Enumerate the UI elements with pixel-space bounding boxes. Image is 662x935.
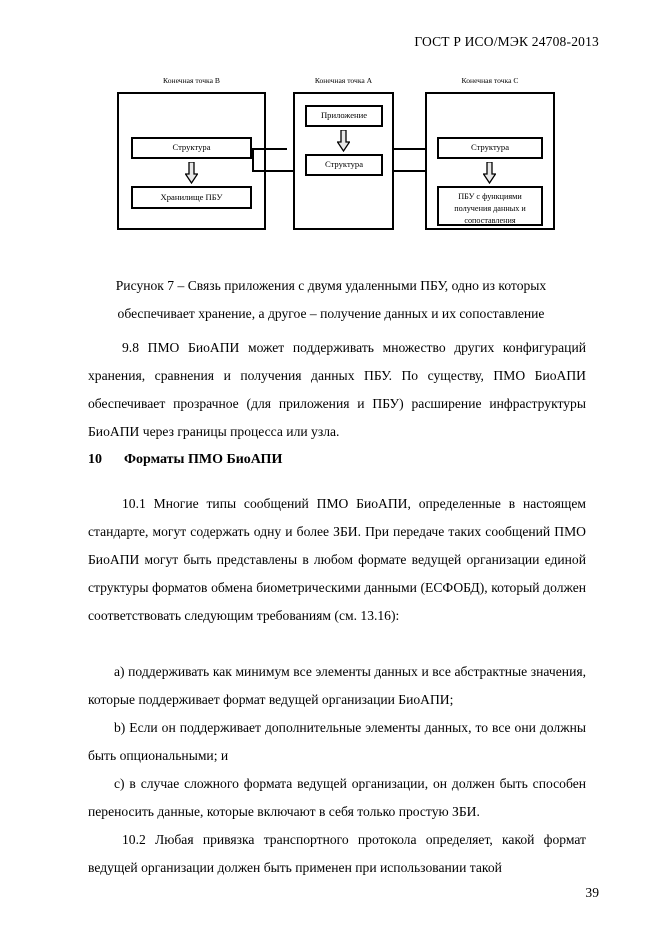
endpoint-c-down-arrow-icon — [483, 162, 496, 184]
figure-caption: Рисунок 7 – Связь приложения с двумя уда… — [88, 272, 574, 328]
endpoint-b-structure-box: Структура — [131, 137, 252, 159]
endpoint-a-application-box: Приложение — [305, 105, 383, 127]
figure-caption-line-1: Рисунок 7 – Связь приложения с двумя уда… — [115, 278, 547, 293]
figure-caption-line-2: обеспечивает хранение, а другое – получе… — [117, 306, 545, 321]
endpoint-b-label: Конечная точка B — [163, 76, 220, 85]
endpoint-c-structure-box: Структура — [437, 137, 543, 159]
endpoint-b-down-arrow-icon — [185, 162, 198, 184]
document-standard-reference: ГОСТ Р ИСО/МЭК 24708-2013 — [414, 34, 599, 49]
endpoint-a-group: Конечная точка A Приложение Структура — [293, 76, 394, 230]
list-item-c: c) в случае сложного формата ведущей орг… — [88, 776, 586, 819]
endpoint-c-group: Конечная точка C Структура ПБУ с функция… — [425, 76, 555, 230]
endpoint-b-frame — [117, 92, 266, 230]
endpoint-c-bsp-box: ПБУ с функциями получения данных и сопос… — [437, 186, 543, 226]
section-heading-10: 10 Форматы ПМО БиоАПИ — [88, 446, 586, 474]
endpoint-b-storage-box: Хранилище ПБУ — [131, 186, 252, 209]
page-number: 39 — [585, 885, 599, 900]
figure-7-diagram: Конечная точка B Структура Хранилище ПБУ… — [0, 76, 662, 246]
section-heading-10-title: Форматы ПМО БиоАПИ — [124, 452, 283, 467]
endpoint-a-structure-box: Структура — [305, 154, 383, 176]
section-heading-10-number: 10 — [88, 452, 102, 467]
paragraph-10-1: 10.1 Многие типы сообщений ПМО БиоАПИ, о… — [88, 496, 586, 623]
endpoint-a-down-arrow-icon — [337, 130, 350, 152]
list-item-b: b) Если он поддерживает дополнительные э… — [88, 720, 586, 763]
paragraph-10-2: 10.2 Любая привязка транспортного проток… — [88, 832, 586, 875]
paragraph-9-8: 9.8 ПМО БиоАПИ может поддерживать множес… — [88, 340, 586, 439]
endpoint-c-label: Конечная точка C — [461, 76, 519, 85]
endpoint-a-label: Конечная точка A — [314, 76, 373, 85]
endpoint-b-group: Конечная точка B Структура Хранилище ПБУ — [117, 76, 266, 230]
list-item-a: a) поддерживать как минимум все элементы… — [88, 664, 586, 707]
